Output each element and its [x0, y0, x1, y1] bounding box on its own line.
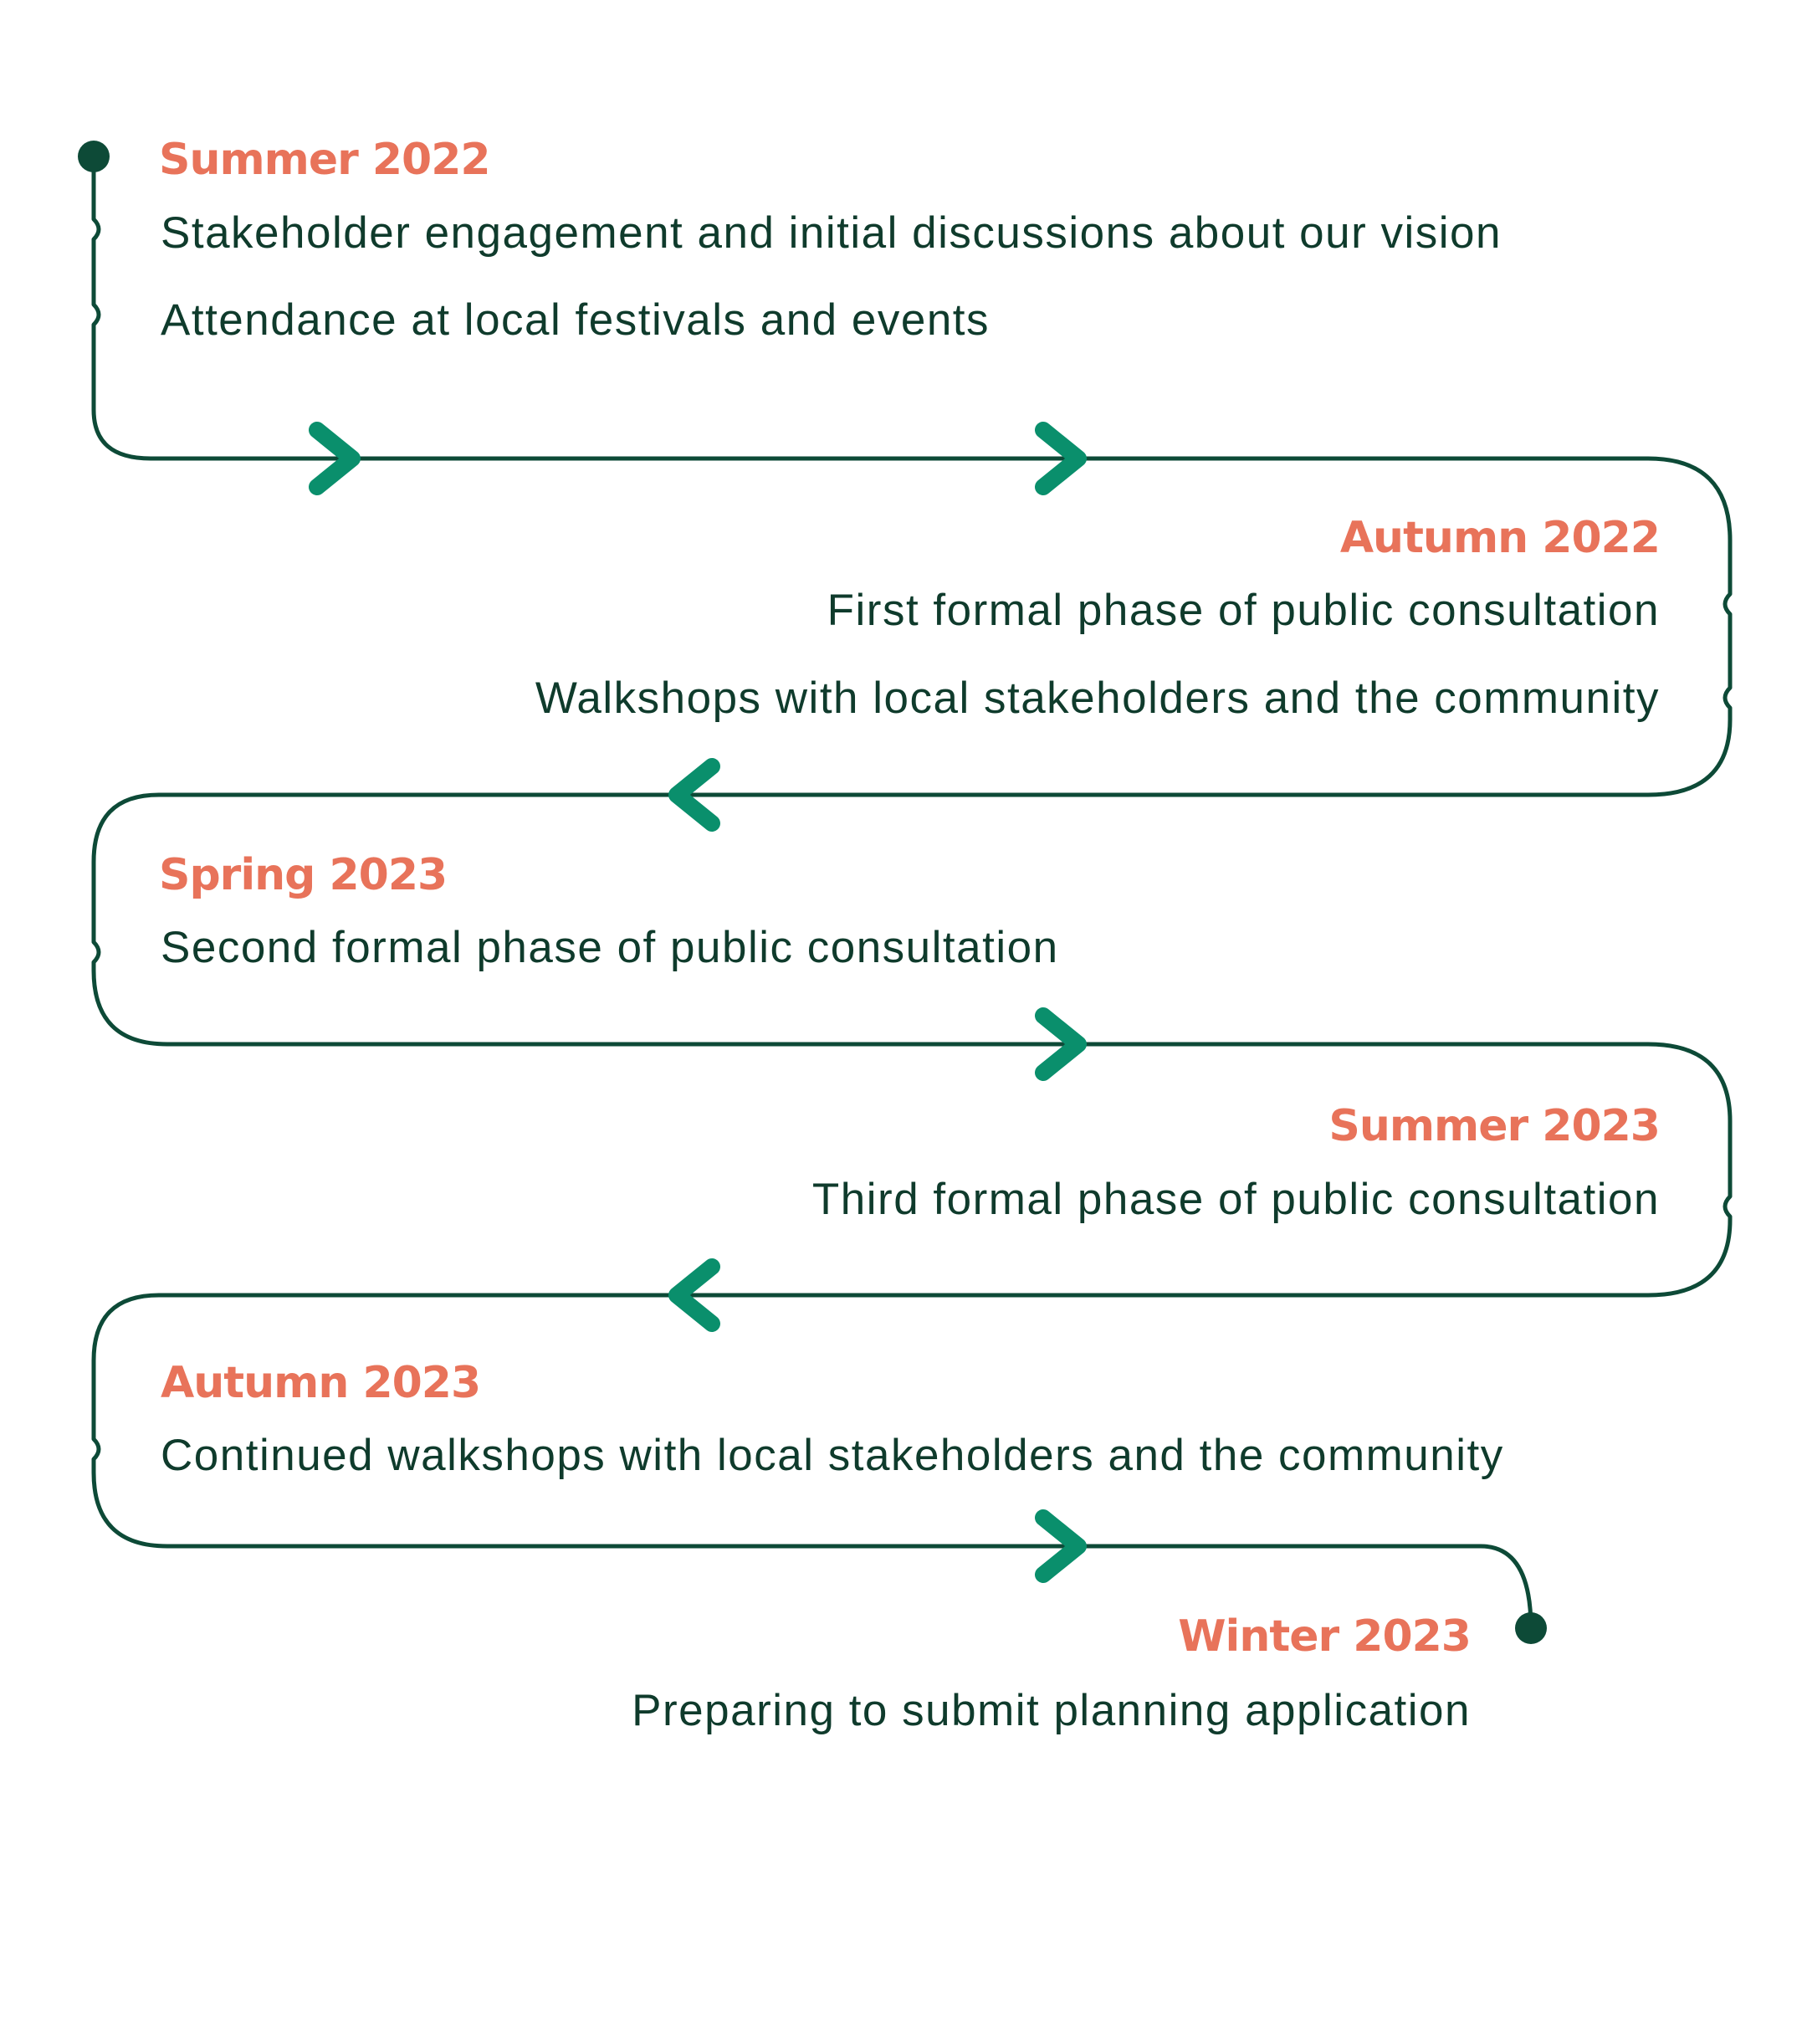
milestone-item: First formal phase of public consultatio… [827, 586, 1660, 635]
milestone-dot-icon [1515, 1612, 1547, 1644]
chevron-left-icon [668, 758, 720, 832]
milestone-item: Continued walkshops with local stakehold… [161, 1431, 1504, 1480]
milestone-heading-summer-2023: Summer 2023 [1328, 1101, 1661, 1151]
milestone-dot-icon [78, 141, 110, 172]
chevron-right-icon [1035, 1007, 1087, 1081]
milestone-item: Walkshops with local stakeholders and th… [535, 674, 1660, 723]
chevron-left-icon [668, 1258, 720, 1332]
chevron-right-icon [1035, 422, 1087, 495]
milestone-heading-autumn-2023: Autumn 2023 [161, 1358, 481, 1408]
milestone-item: Second formal phase of public consultati… [161, 923, 1059, 972]
milestone-item: Stakeholder engagement and initial discu… [161, 208, 1502, 258]
milestone-item: Third formal phase of public consultatio… [811, 1175, 1660, 1224]
chevron-right-icon [309, 422, 361, 495]
milestone-heading-winter-2023: Winter 2023 [1178, 1611, 1472, 1662]
milestone-item: Preparing to submit planning application [632, 1686, 1471, 1735]
milestone-heading-spring-2023: Spring 2023 [159, 850, 448, 900]
milestone-heading-summer-2022: Summer 2022 [159, 135, 491, 185]
timeline-path [91, 155, 1733, 1631]
milestone-item: Attendance at local festivals and events [161, 295, 991, 345]
direction-arrows [309, 422, 1087, 1583]
milestone-heading-autumn-2022: Autumn 2022 [1339, 513, 1661, 563]
chevron-right-icon [1035, 1509, 1087, 1583]
